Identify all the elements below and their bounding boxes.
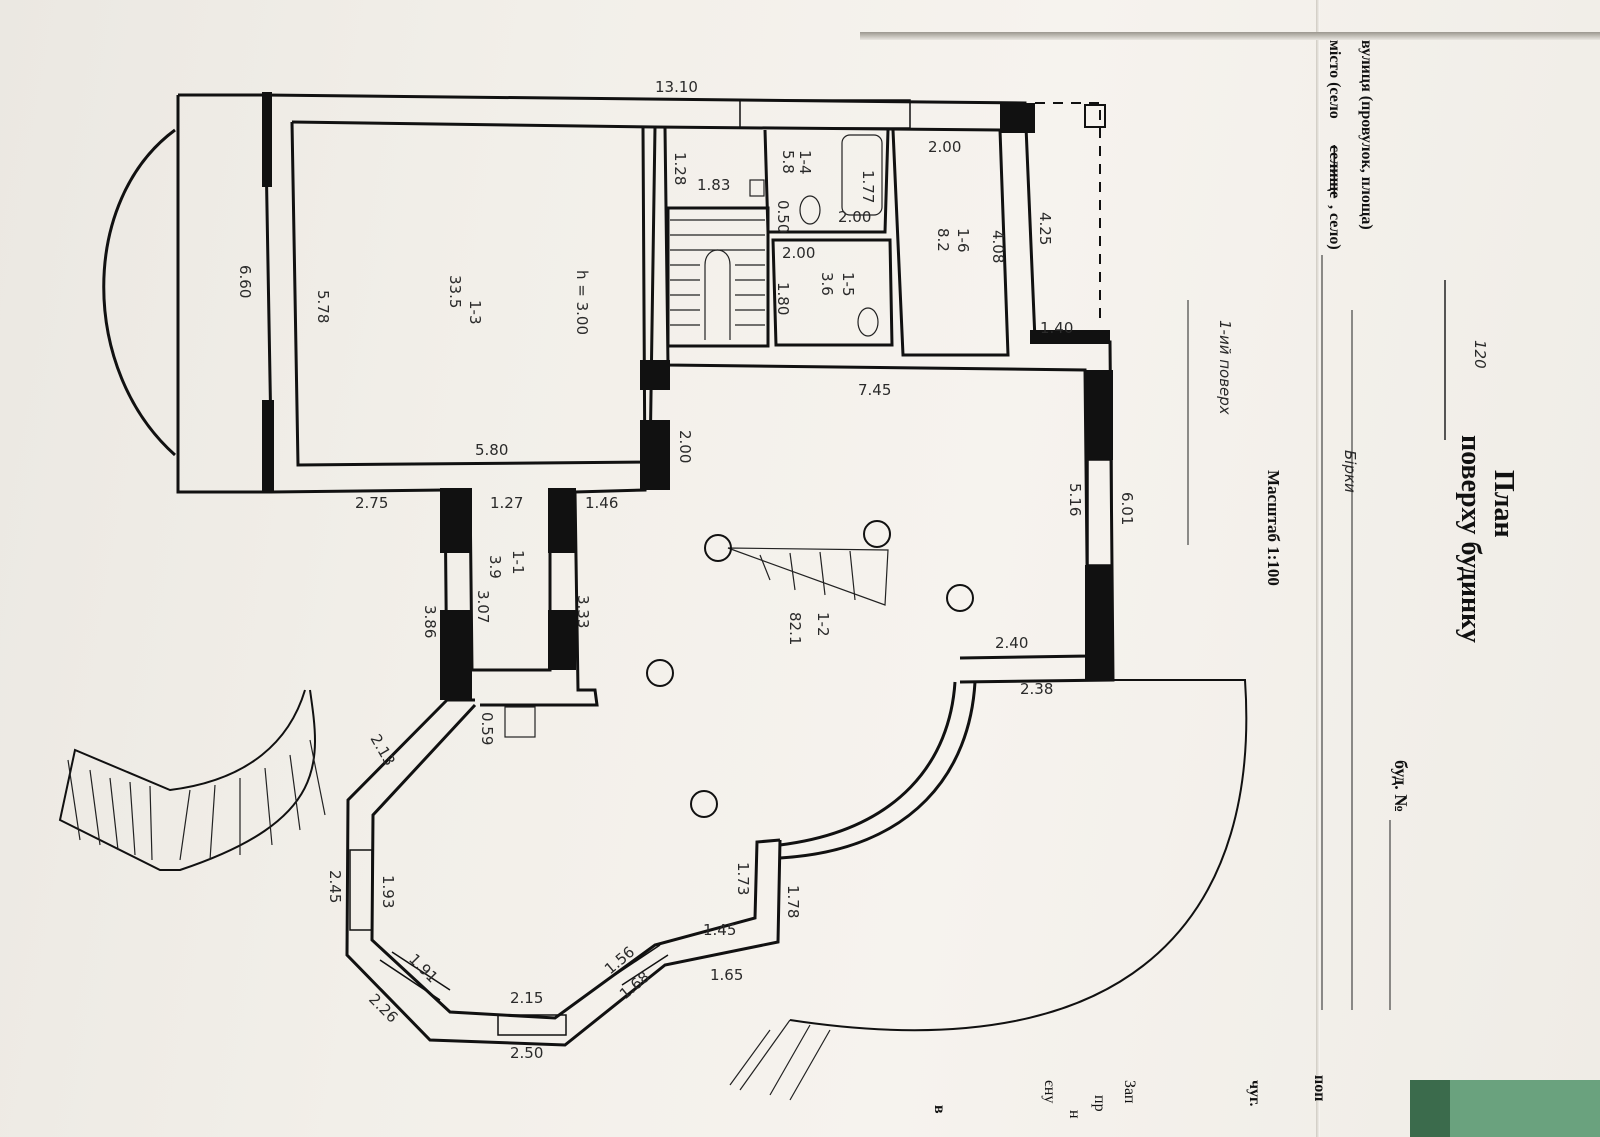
columns xyxy=(646,520,974,818)
dim-200-bath: 2.00 xyxy=(838,208,871,226)
dim-516: 5.16 xyxy=(1066,483,1084,516)
dim-178: 1.78 xyxy=(784,885,802,918)
dim-386: 3.86 xyxy=(421,605,439,638)
wall-fills xyxy=(262,92,1113,700)
dim-146: 1.46 xyxy=(585,494,618,512)
room-1-6-area: 8.2 xyxy=(934,228,952,252)
dim-240: 2.40 xyxy=(995,634,1028,652)
room-1-4-id: 1-4 xyxy=(796,150,814,175)
dim-215: 2.15 xyxy=(510,989,543,1007)
dim-180: 1.80 xyxy=(774,282,792,315)
page-fold xyxy=(1316,0,1320,1137)
dim-745: 7.45 xyxy=(858,381,891,399)
right-page-fragments: поп чуг. Зап пр н єну в xyxy=(931,1075,1328,1119)
dim-275: 2.75 xyxy=(355,494,388,512)
dim-408: 4.08 xyxy=(989,230,1007,263)
dim-059: 0.59 xyxy=(478,712,496,745)
building-label: буд. № xyxy=(1391,760,1411,812)
building-value: 120 xyxy=(1471,340,1489,369)
dim-050: 0.50 xyxy=(774,200,792,233)
dim-183: 1.83 xyxy=(697,176,730,194)
walls xyxy=(58,93,1248,1047)
dim-128: 1.28 xyxy=(671,152,689,185)
title-line1: План xyxy=(1488,470,1519,538)
room-1-3-id: 1-3 xyxy=(466,300,484,325)
fragment-7: в xyxy=(931,1105,948,1114)
room-1-5-id: 1-5 xyxy=(839,272,857,297)
dim-425: 4.25 xyxy=(1036,212,1054,245)
dim-333: 3.33 xyxy=(574,595,592,628)
room-1-4-area: 5.8 xyxy=(779,150,797,174)
dim-145: 1.45 xyxy=(703,921,736,939)
dim-200-wc: 2.00 xyxy=(782,244,815,262)
height-note: h = 3.00 xyxy=(573,270,591,335)
dim-578: 5.78 xyxy=(314,290,332,323)
dim-250: 2.50 xyxy=(510,1044,543,1062)
dim-660: 6.60 xyxy=(236,265,254,298)
dim-127: 1.27 xyxy=(490,494,523,512)
fragment-2: чуг. xyxy=(1246,1080,1263,1106)
title-line2: поверху будинку xyxy=(1455,435,1486,643)
dim-200-hall: 2.00 xyxy=(676,430,694,463)
dim-173: 1.73 xyxy=(734,862,752,895)
street-label: вулиця (провулок, площа) xyxy=(1358,40,1375,230)
room-1-6-id: 1-6 xyxy=(954,228,972,253)
dim-238: 2.38 xyxy=(1020,680,1053,698)
fragment-6: єну xyxy=(1041,1080,1058,1103)
dim-213: 2.13 xyxy=(367,731,399,769)
dim-140: 1.40 xyxy=(1040,319,1073,337)
room-1-5-area: 3.6 xyxy=(818,272,836,296)
room-1-1-area: 3.9 xyxy=(486,555,504,579)
room-1-3-area: 33.5 xyxy=(446,275,464,308)
city-label-end: , село) xyxy=(1326,205,1343,250)
dim-307: 3.07 xyxy=(474,590,492,623)
room-1-2-area: 82.1 xyxy=(786,612,804,645)
city-label-struck: селище xyxy=(1326,145,1343,198)
dim-1310: 13.10 xyxy=(655,78,698,96)
dim-245: 2.45 xyxy=(326,870,344,903)
fragment-1: поп xyxy=(1311,1075,1328,1101)
dim-177: 1.77 xyxy=(859,170,877,203)
city-label-start: місто (село xyxy=(1326,40,1343,119)
floor-value: 1-ий поверх xyxy=(1216,320,1234,415)
dim-580: 5.80 xyxy=(475,441,508,459)
fixtures xyxy=(504,134,883,738)
dim-601: 6.01 xyxy=(1118,492,1136,525)
windows xyxy=(349,99,1113,1036)
page-edge-shadow xyxy=(860,32,1600,40)
dim-193: 1.93 xyxy=(379,875,397,908)
fragment-4: пр xyxy=(1091,1095,1108,1112)
scale-label: Масштаб 1:100 xyxy=(1264,470,1283,586)
dim-226: 2.26 xyxy=(365,990,401,1026)
room-1-1-id: 1-1 xyxy=(509,550,527,575)
room-1-2-id: 1-2 xyxy=(814,612,832,637)
fragment-5: н xyxy=(1066,1110,1083,1119)
dim-165: 1.65 xyxy=(710,966,743,984)
green-cover-strip xyxy=(1410,1080,1600,1137)
dim-168: 1.68 xyxy=(616,968,653,1003)
dim-200-room16: 2.00 xyxy=(928,138,961,156)
city-value: Бірки xyxy=(1341,450,1359,493)
stairs xyxy=(67,219,889,1101)
fragment-3: Зап xyxy=(1121,1080,1138,1104)
